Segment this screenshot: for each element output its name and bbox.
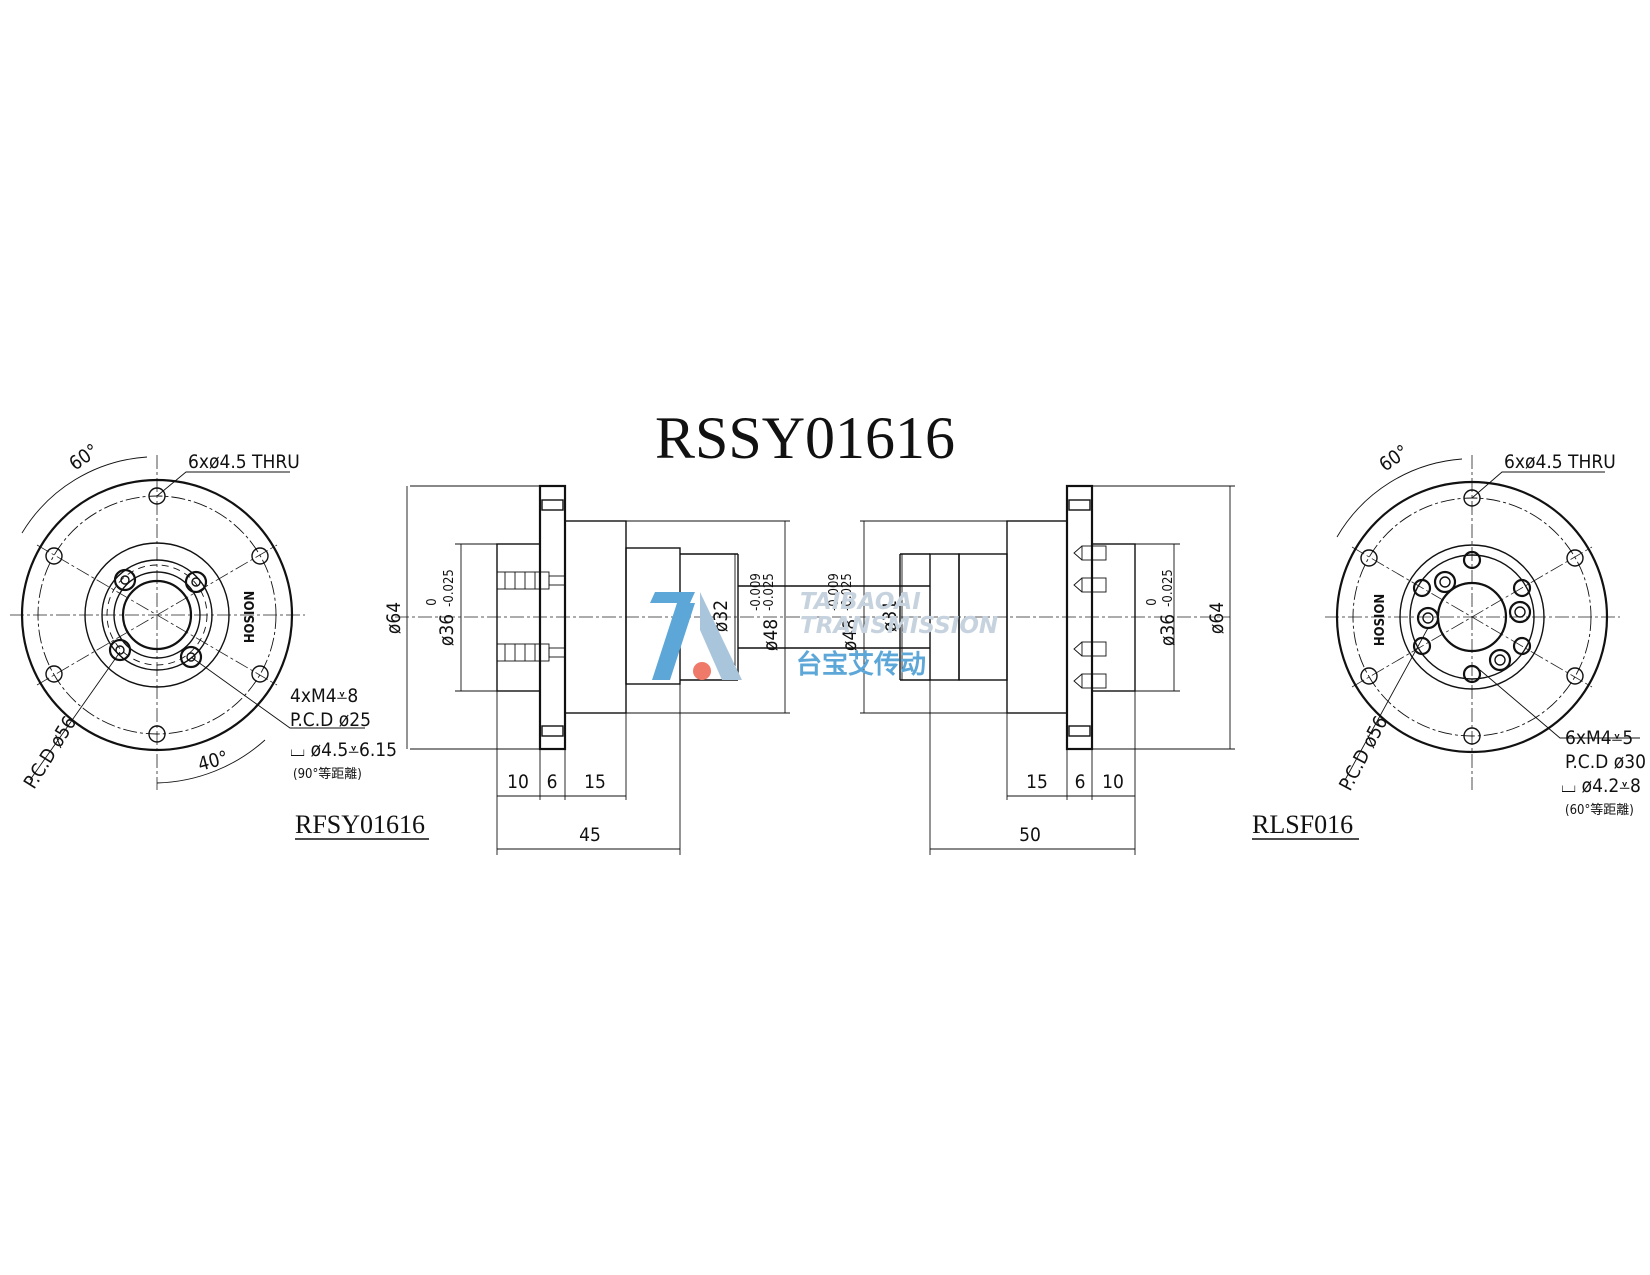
left-cbore: ⌴ ø4.5⩡6.15	[290, 739, 397, 761]
dim-dia36-right: ø36	[1157, 614, 1179, 646]
tol48-upper-right: -0.009	[827, 573, 842, 611]
right-angle-top: 60°	[1375, 441, 1412, 476]
tol36-upper-right: 0	[1145, 598, 1160, 605]
right-tap: 6xM4⩡5	[1565, 727, 1633, 749]
dim-dia48-left: ø48	[760, 619, 782, 651]
left-thru-holes: 6xø4.5 THRU	[188, 451, 300, 473]
dim-dia36-left: ø36	[436, 614, 458, 646]
right-model-label: RLSF016	[1252, 810, 1353, 839]
dim-right-10: 10	[1102, 771, 1124, 793]
tol36-lower-right: -0.025	[1161, 569, 1176, 607]
bolt-heads	[108, 568, 208, 669]
left-tap: 4xM4⩡8	[290, 685, 358, 707]
right-logo: HOSION	[1373, 594, 1388, 646]
left-model-label: RFSY01616	[295, 810, 425, 839]
right-spacing: (60°等距離)	[1565, 802, 1634, 818]
drawing-title: RSSY01616	[655, 405, 955, 471]
left-logo: HOSION	[243, 591, 258, 643]
outer-flange	[20, 478, 294, 752]
watermark-en-line1: TAIBAOAI	[800, 589, 921, 615]
left-end-view: HOSION 60° 40° 6xø4.5 THRU P.C.D ø56 4xM…	[10, 440, 429, 840]
tol48-upper-left: -0.009	[749, 573, 764, 611]
left-angle-top: 60°	[65, 440, 102, 475]
left-angle-bottom: 40°	[196, 747, 231, 776]
tol36-lower-left: -0.025	[442, 569, 457, 607]
left-pcd-outer: P.C.D ø56	[20, 712, 82, 792]
dim-left-total: 45	[579, 824, 601, 846]
right-outer-flange	[1335, 480, 1609, 754]
right-pcd-inner: P.C.D ø30	[1565, 751, 1646, 773]
tol48-lower-left: -0.025	[762, 573, 777, 611]
watermark-logo-mark	[650, 592, 742, 680]
right-nut-flange	[1065, 484, 1094, 751]
right-nut-hub	[1091, 543, 1136, 692]
left-pcd-inner: P.C.D ø25	[290, 709, 371, 731]
dim-right-6: 6	[1075, 771, 1086, 793]
right-cbore: ⌴ ø4.2⩡8	[1561, 775, 1641, 797]
dim-left-15: 15	[584, 771, 606, 793]
dim-left-10: 10	[507, 771, 529, 793]
right-thru-holes	[1360, 489, 1584, 745]
dim-dia31: ø31	[879, 600, 901, 632]
watermark: TAIBAOAI TRANSMISSION 台宝艾传动	[650, 589, 998, 680]
dim-left-6: 6	[547, 771, 558, 793]
dim-dia48-right: ø48	[839, 619, 861, 651]
dim-dia64-right: ø64	[1206, 602, 1228, 634]
dim-right-total: 50	[1019, 824, 1041, 846]
right-pcd-outer: P.C.D ø56	[1335, 713, 1392, 795]
dim-dia64-left: ø64	[383, 602, 405, 634]
tol48-lower-right: -0.025	[840, 573, 855, 611]
watermark-en-line2: TRANSMISSION	[800, 613, 998, 639]
tol36-upper-left: 0	[425, 598, 440, 605]
right-cbore-holes	[1412, 550, 1532, 684]
left-nut-hub	[496, 543, 541, 692]
thru-holes	[45, 487, 269, 743]
right-thru-holes: 6xø4.5 THRU	[1504, 451, 1616, 473]
left-spacing: (90°等距離)	[293, 766, 362, 782]
watermark-cn: 台宝艾传动	[796, 649, 926, 680]
left-nut-flange	[538, 484, 567, 751]
right-screws	[1073, 545, 1107, 689]
dim-dia32: ø32	[710, 600, 732, 632]
dim-right-15: 15	[1026, 771, 1048, 793]
right-end-view: HOSION 60° 6xø4.5 THRU P.C.D ø56 6xM4⩡5 …	[1252, 441, 1646, 840]
